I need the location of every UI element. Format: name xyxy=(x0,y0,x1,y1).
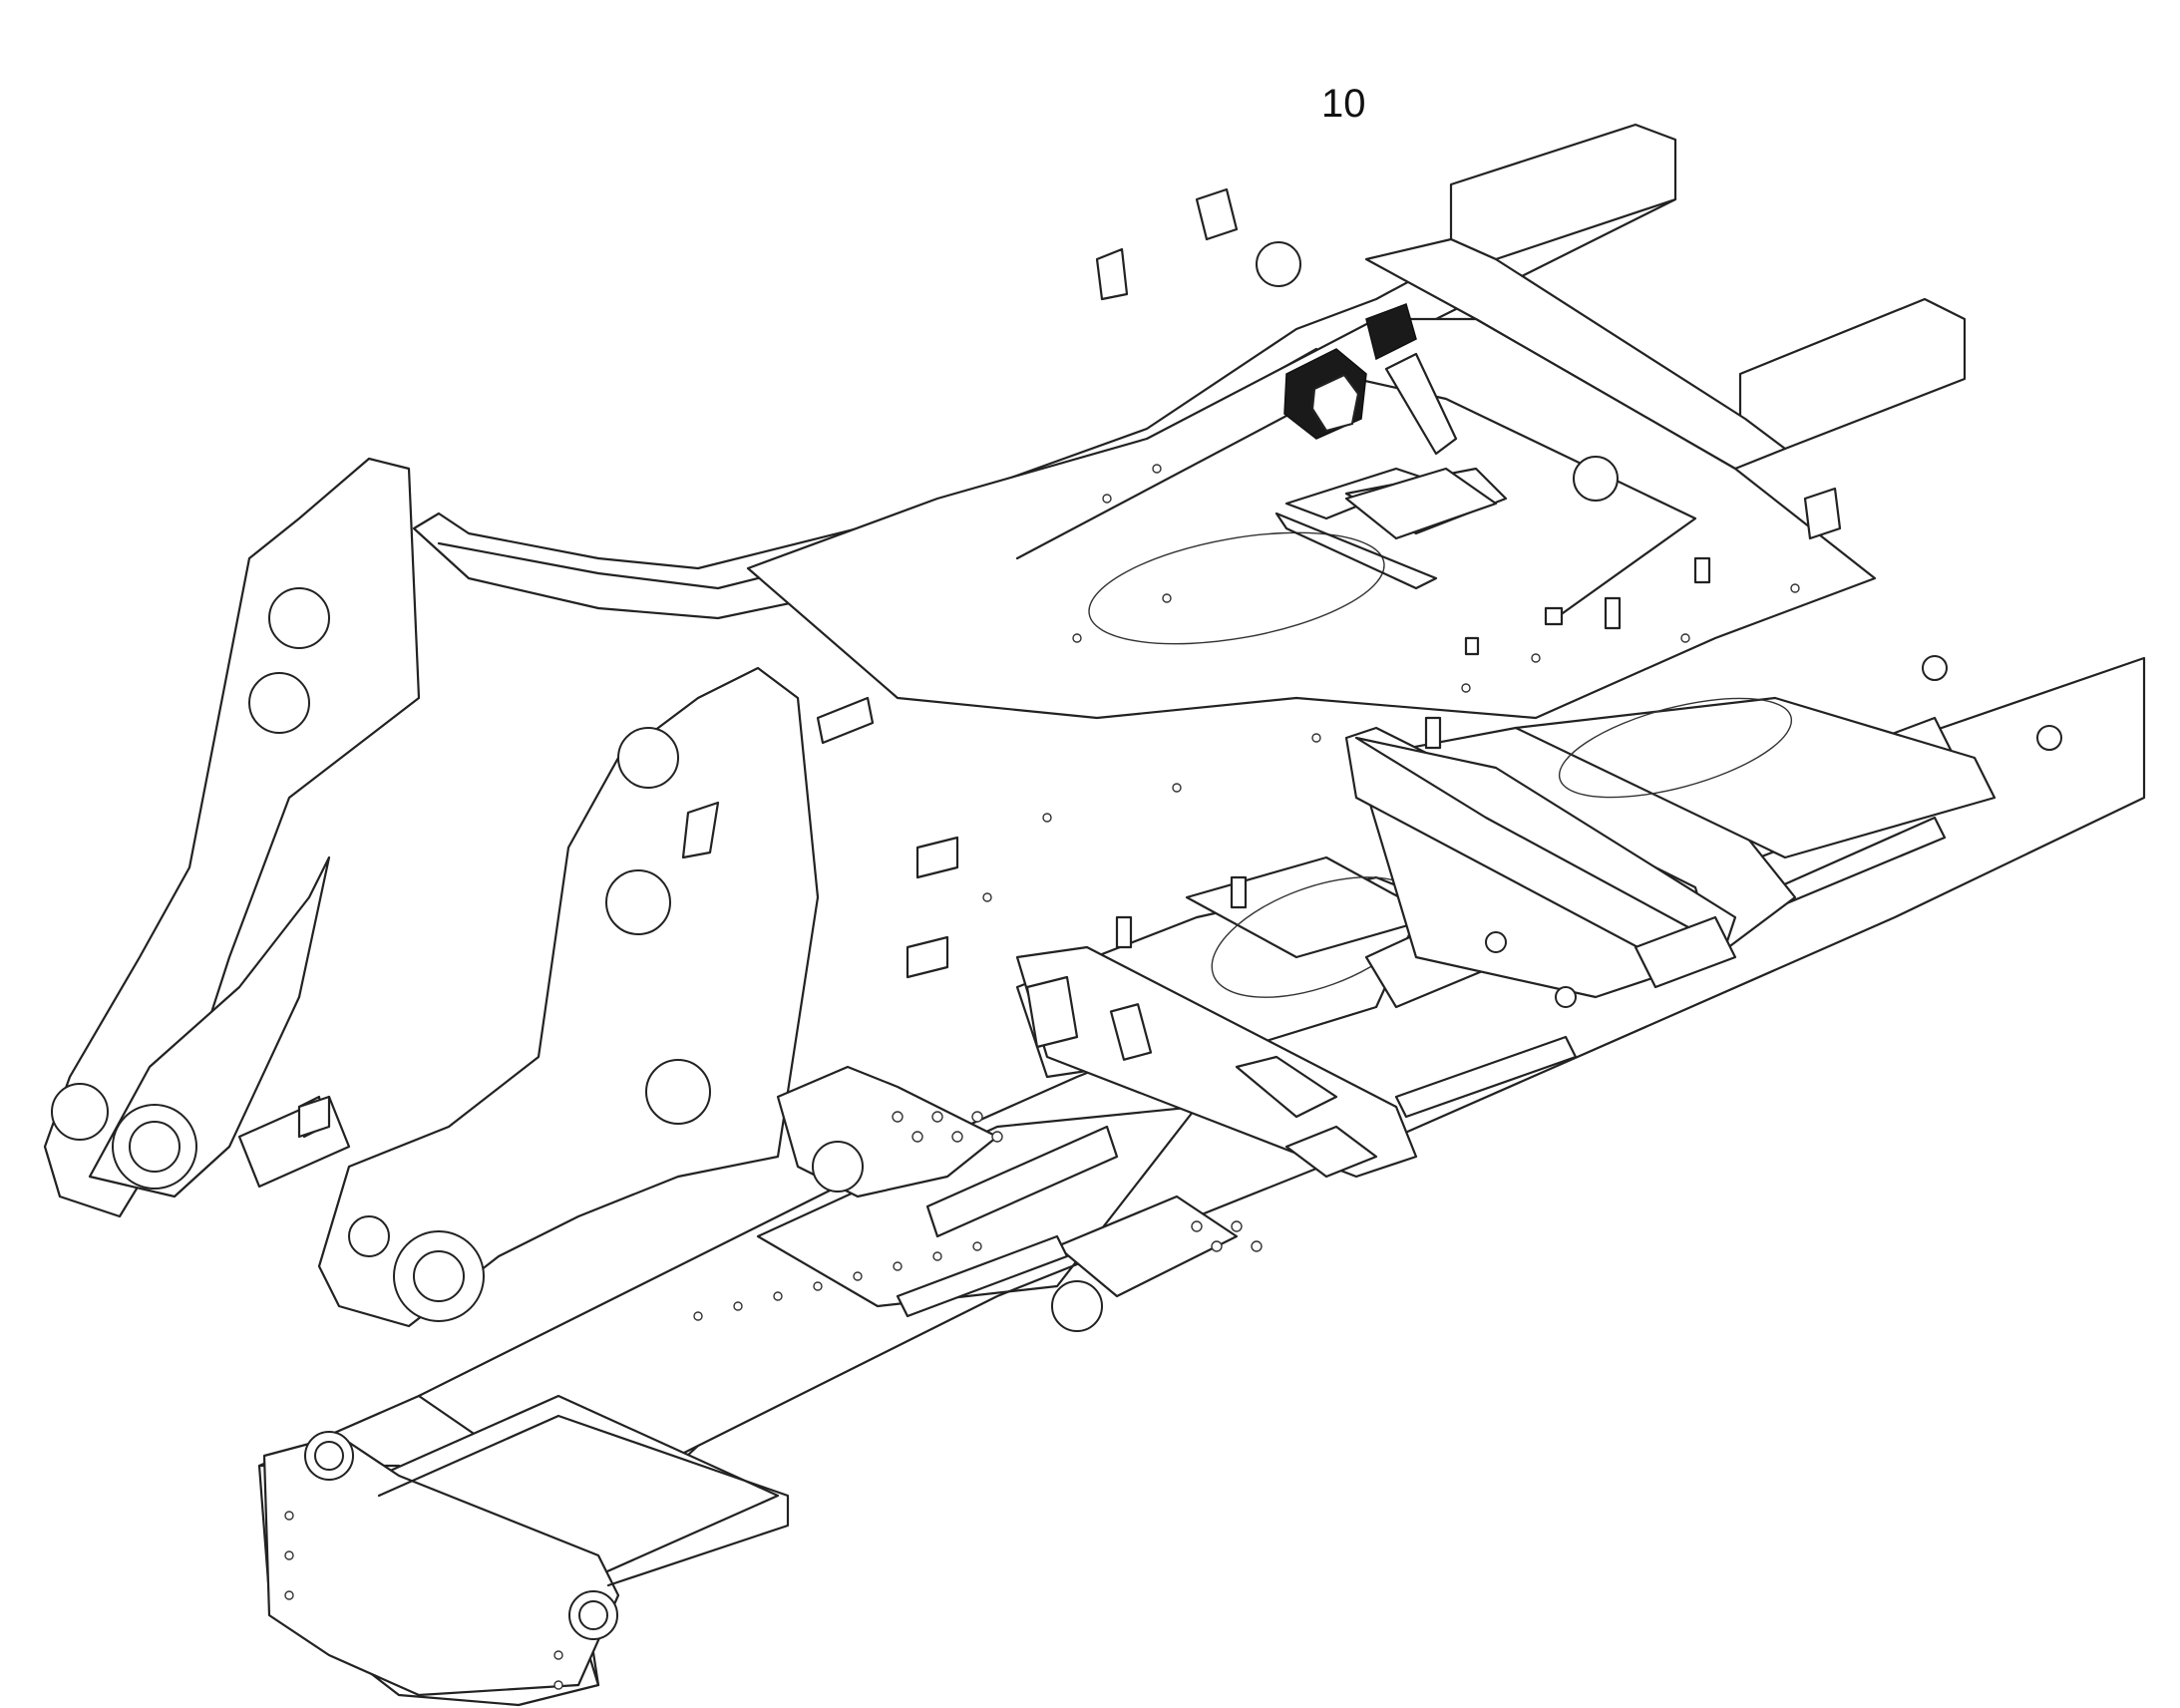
boom-mount-plates xyxy=(43,457,820,1328)
cross-members xyxy=(776,975,1378,1332)
lower-chassis xyxy=(257,655,2146,1707)
highlighted-component xyxy=(1283,303,1498,540)
bolt-holes xyxy=(284,464,1800,1690)
front-end-frame xyxy=(262,1414,790,1697)
callout-label: 10 xyxy=(1321,82,1366,126)
upper-frame-rails xyxy=(412,123,1967,720)
small-brackets xyxy=(297,556,1711,1139)
